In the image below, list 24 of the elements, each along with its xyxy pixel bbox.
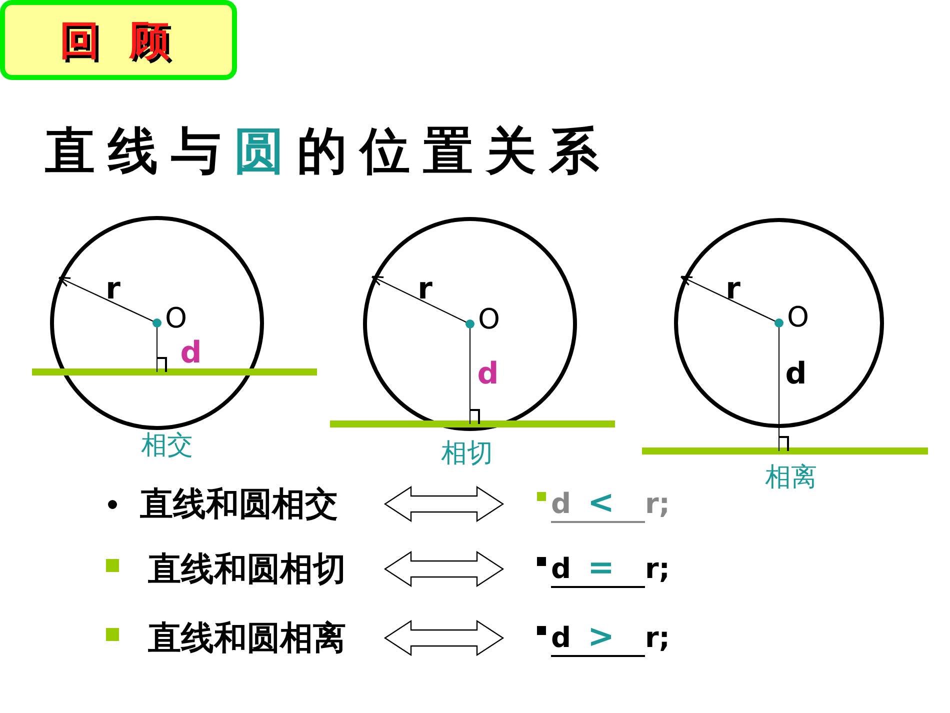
- statement-text: 直线和圆相切: [148, 548, 346, 590]
- statement-text: 直线和圆相交: [140, 482, 338, 524]
- geometry-label: d: [477, 356, 499, 392]
- condition-text: d > r;: [551, 619, 670, 657]
- geometry-label: O: [478, 302, 500, 336]
- heading-box: [0, 0, 237, 80]
- double-arrow: [384, 620, 504, 656]
- condition-text: d < r;: [551, 485, 670, 523]
- geometry-label: O: [786, 300, 810, 334]
- statement-text: 直线和圆相离: [148, 616, 346, 658]
- geometry-label: r: [726, 272, 740, 306]
- double-arrow: [384, 486, 504, 522]
- geometry-label: d: [180, 336, 202, 370]
- geometry-label: O: [164, 302, 188, 334]
- slide-title: 直线与圆的位置关系: [45, 121, 612, 182]
- heading-text: 回 顾: [60, 16, 178, 66]
- condition-text: d = r;: [551, 550, 670, 588]
- figure-caption: 相交: [141, 430, 193, 462]
- geometry-label: r: [418, 272, 432, 306]
- double-arrow: [384, 550, 504, 588]
- figure-caption: 相离: [765, 462, 817, 494]
- geometry-label: d: [785, 356, 807, 392]
- figure-caption: 相切: [441, 438, 493, 470]
- geometry-label: r: [106, 272, 120, 306]
